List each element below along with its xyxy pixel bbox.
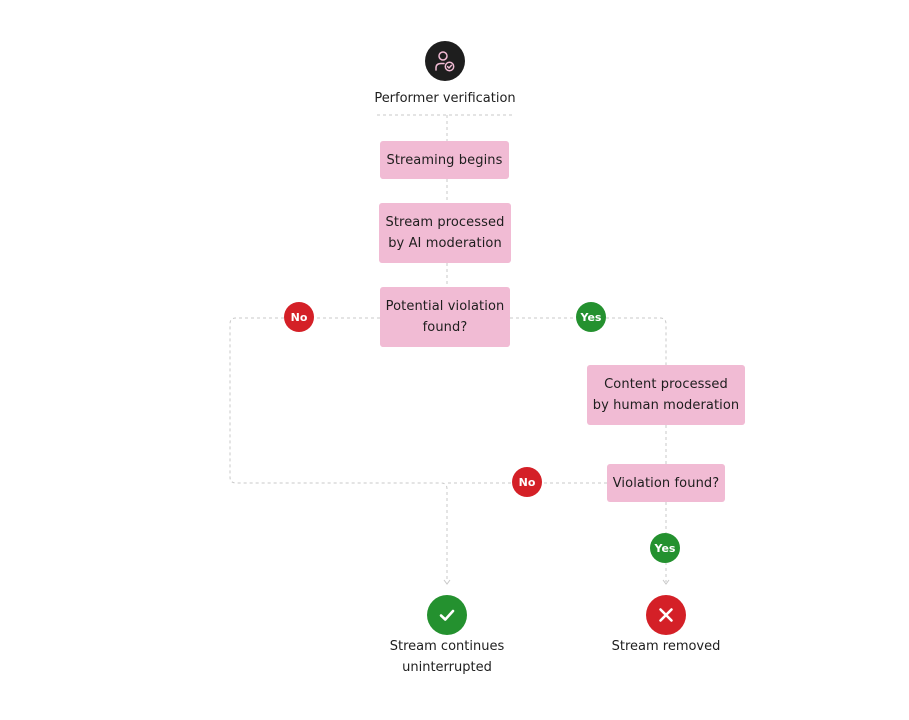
connector-yes-branch-1 (510, 317, 667, 365)
yes-badge-ai-text: Yes (580, 310, 602, 324)
cross-glyph (659, 608, 673, 622)
node-human-moderation-line-2: by human moderation (592, 398, 740, 413)
no-badge-human: No (512, 467, 542, 497)
node-potential-violation-line-2: found? (422, 320, 468, 335)
node-violation-found-text: Violation found? (612, 475, 720, 491)
yes-badge-human-text: Yes (654, 541, 676, 555)
user-check-glyph (435, 51, 455, 72)
node-ai-moderation-line-1: Stream processed (385, 215, 505, 230)
node-violation-found: Violation found? (607, 464, 725, 502)
outcome-continues-line-1: Stream continues (389, 639, 505, 654)
node-human-moderation-line-1: Content processed (604, 377, 728, 392)
node-streaming-begins-text: Streaming begins (386, 152, 503, 168)
node-ai-moderation: Stream processed by AI moderation (379, 203, 511, 263)
no-badge-ai: No (284, 302, 314, 332)
node-ai-moderation-line-2: by AI moderation (388, 236, 502, 251)
outcome-removed-label: Stream removed (611, 639, 721, 654)
yes-badge-human: Yes (650, 533, 680, 563)
node-streaming-begins: Streaming begins (380, 141, 509, 179)
user-check-icon (425, 41, 465, 81)
connector-no-branch-1 (229, 317, 448, 582)
checkmark-glyph (439, 609, 455, 621)
start-label: Performer verification (374, 91, 516, 106)
no-badge-ai-text: No (290, 310, 308, 324)
no-badge-human-text: No (518, 475, 536, 489)
node-human-moderation: Content processed by human moderation (587, 365, 745, 425)
outcome-continues-line-2: uninterrupted (402, 660, 492, 675)
yes-badge-ai: Yes (576, 302, 606, 332)
outcome-continues-label: Stream continues uninterrupted (372, 636, 522, 678)
checkmark-icon (427, 595, 467, 635)
arrowhead-removed (662, 579, 670, 585)
arrowhead-continues (443, 579, 451, 585)
node-potential-violation-line-1: Potential violation (385, 299, 505, 314)
node-potential-violation: Potential violation found? (380, 287, 510, 347)
cross-icon (646, 595, 686, 635)
